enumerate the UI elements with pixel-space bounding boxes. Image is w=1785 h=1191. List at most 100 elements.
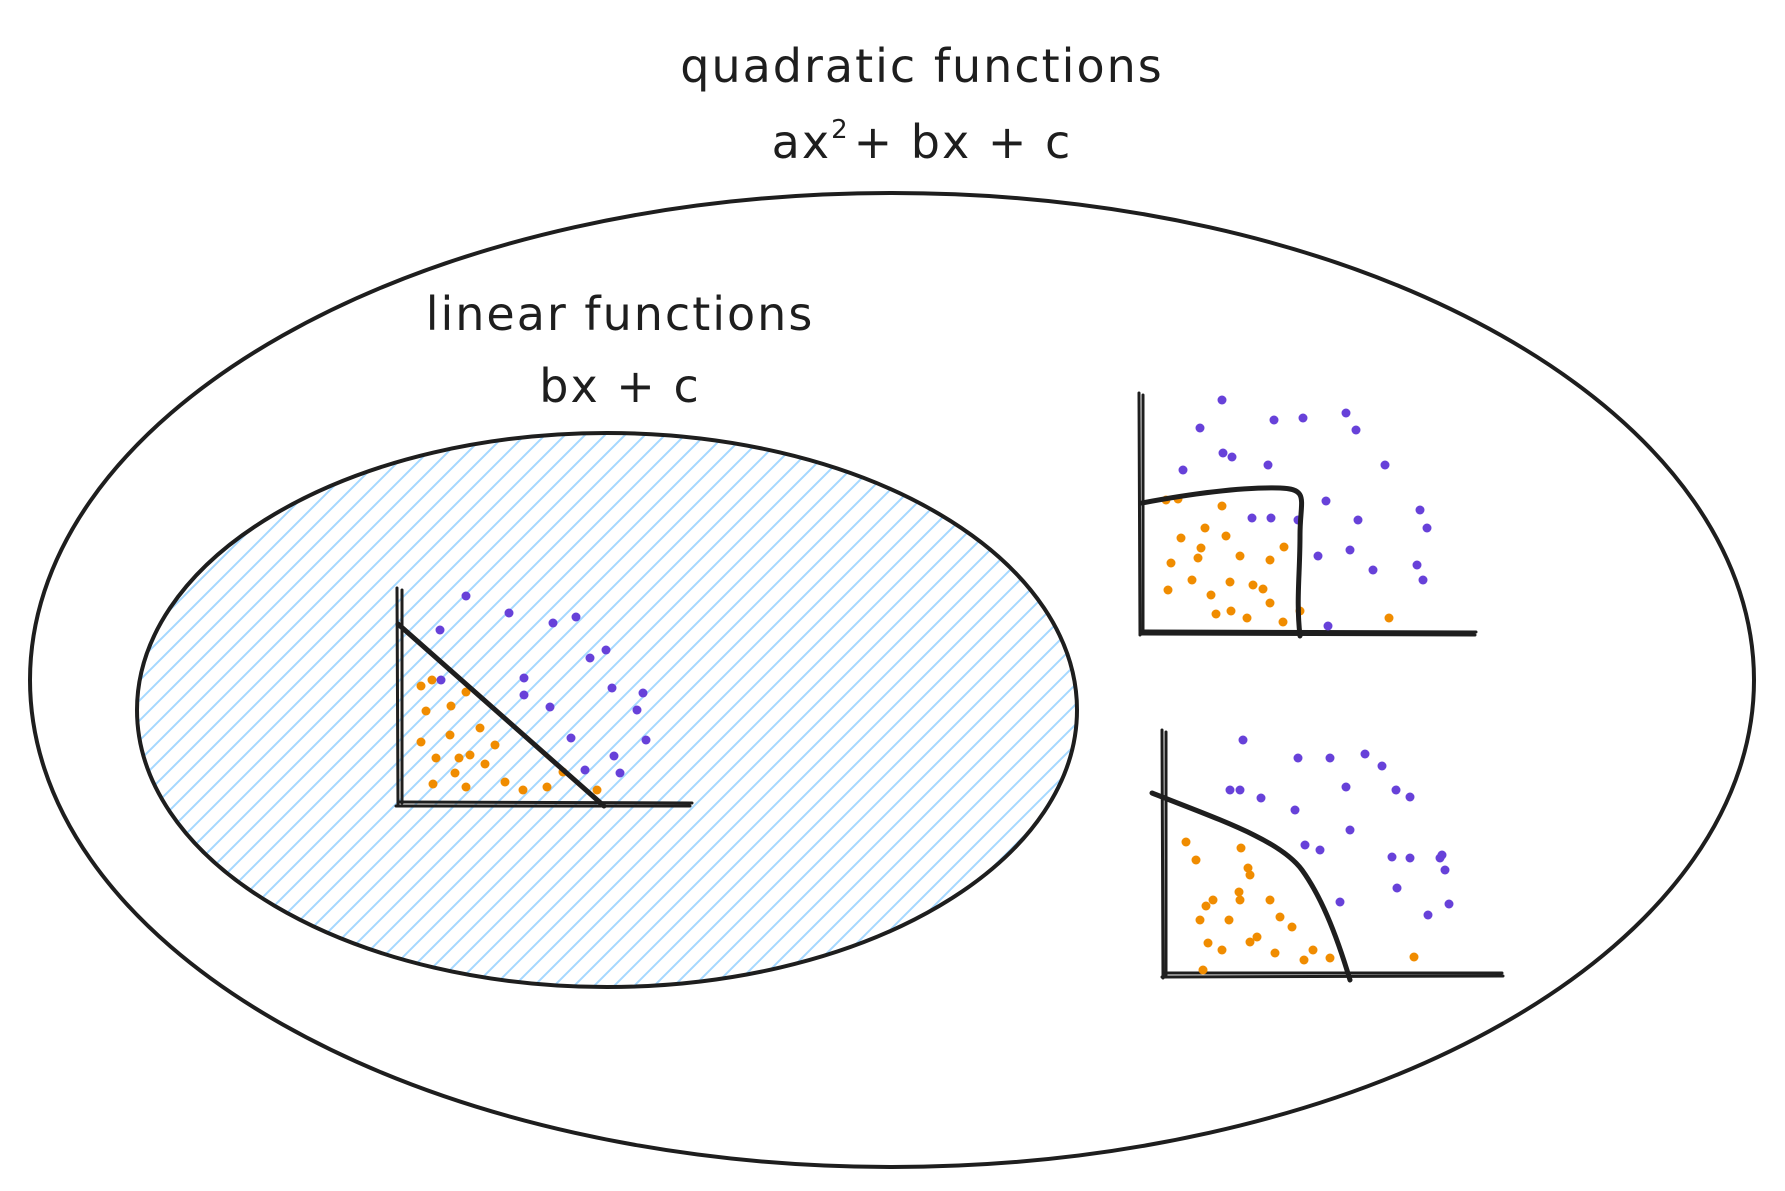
class-a-point [1235,551,1245,561]
class-a-point [1235,895,1245,905]
hatch-line [137,433,821,987]
hatch-line [137,433,641,987]
hatch-line [919,433,1077,987]
class-a-point [475,723,485,733]
hatch-line [999,433,1077,987]
hatch-line [839,433,1077,987]
class-a-point [465,750,475,760]
hatch-line [879,433,1077,987]
class-a-point [1258,584,1268,594]
class-a-point [1181,837,1191,847]
class-b-point [1377,761,1387,771]
hatch-line [1200,300,1785,1000]
class-a-point [500,777,510,787]
class-a-point [518,785,528,795]
hatch-line [219,433,921,987]
class-a-point [1166,558,1176,568]
hatch-line [419,433,1077,987]
class-a-point [480,759,490,769]
class-a-point [1245,937,1255,947]
hatch-line [499,433,1077,987]
hatch-line [439,433,1077,987]
class-b-point [1313,551,1323,561]
hatch-line [139,433,841,987]
hatch-line [137,433,521,987]
class-a-point [1265,895,1275,905]
class-b-point [1256,793,1266,803]
class-b-point [1195,423,1205,433]
class-a-point [1275,912,1285,922]
class-b-point [1217,395,1227,405]
class-b-point [1341,782,1351,792]
hatch-line [659,433,1077,987]
hatch-line [939,433,1077,987]
quadratic-set-ellipse [28,191,1756,1169]
hatch-line [539,433,1077,987]
class-b-point [1368,565,1378,575]
hatch-line [599,433,1077,987]
hatch-line [679,433,1077,987]
plot1-x-axis [394,800,694,808]
class-a-point [421,706,431,716]
hatch-line [159,433,861,987]
class-b-point [1325,753,1335,763]
class-b-point [1247,513,1257,523]
class-b-point [1341,408,1351,418]
class-b-point [1422,523,1432,533]
hatch-line [779,433,1077,987]
class-b-point [1269,415,1279,425]
class-a-point [1299,955,1309,965]
hatch-line [137,433,661,987]
class-a-point [592,785,602,795]
class-a-point [1278,617,1288,627]
class-b-point [1418,575,1428,585]
class-b-point [580,765,590,775]
hatch-line [319,433,1021,987]
hatch-line [137,433,581,987]
class-b-point [1415,505,1425,515]
class-a-point [1195,915,1205,925]
class-b-point [632,705,642,715]
class-a-point [1206,590,1216,600]
class-a-point [431,753,441,763]
class-b-point [1440,865,1450,875]
class-b-point [545,702,555,712]
class-a-point [1243,863,1253,873]
hatch-line [739,433,1077,987]
class-a-point [1221,531,1231,541]
hatch-line [1080,300,1780,1000]
formula-exponent: 2 [831,115,850,145]
class-b-point [601,645,611,655]
class-b-point [641,735,651,745]
class-b-point [1444,899,1454,909]
class-a-point [1198,965,1208,975]
class-a-point [1200,523,1210,533]
class-a-point [1248,580,1258,590]
plot3-points [1181,735,1454,975]
class-b-point [1380,460,1390,470]
quadratic-set-title: quadratic functions [680,39,1163,93]
class-b-point [1392,883,1402,893]
class-b-point [1437,850,1447,860]
class-a-point [454,753,464,763]
class-a-point [1201,901,1211,911]
linear-boundary-plot [394,586,694,809]
class-b-point [1360,749,1370,759]
hatch-line [299,433,1001,987]
class-b-point [519,690,529,700]
hatch-line [137,433,441,987]
hatch-line [1100,300,1785,1000]
hatch-line [899,433,1077,987]
class-b-point [1405,853,1415,863]
class-a-point [1217,945,1227,955]
hatch-line [819,433,1077,987]
class-b-point [1293,753,1303,763]
class-a-point [416,737,426,747]
class-a-point [416,681,426,691]
class-b-point [1225,785,1235,795]
class-a-point [1308,945,1318,955]
class-a-point [1224,915,1234,925]
class-a-point [1234,887,1244,897]
hatch-line [579,433,1077,987]
hatch-line [137,433,541,987]
